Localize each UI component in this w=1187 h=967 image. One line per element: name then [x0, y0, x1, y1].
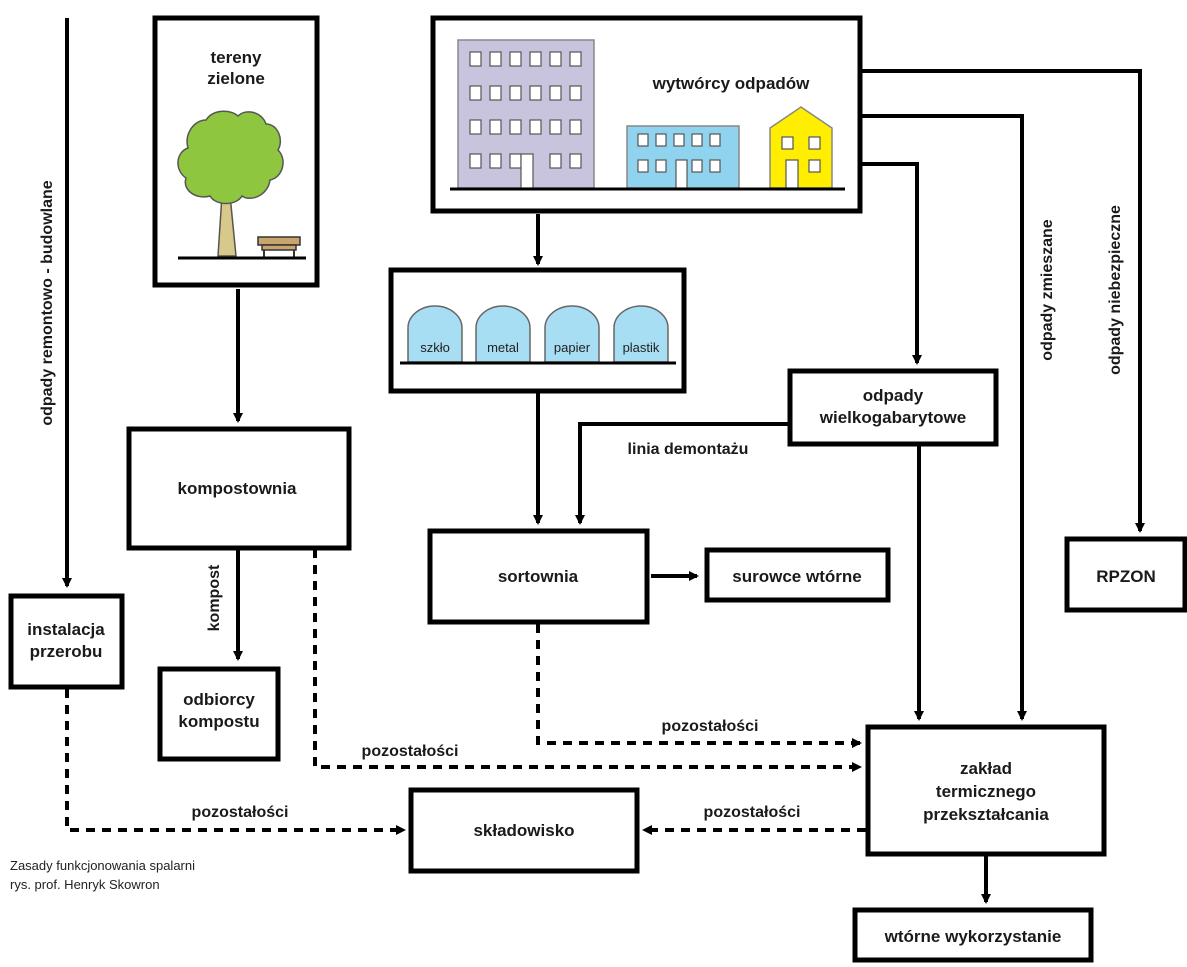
compost-buyers-node: odbiorcy kompostu [157, 666, 281, 762]
bin-plastic-label: plastik [623, 340, 660, 355]
bin-metal: metal [475, 305, 531, 363]
bin-paper: papier [544, 305, 600, 363]
residue-thermal-label: pozostałości [704, 804, 801, 821]
green-areas-line2: zielone [207, 69, 265, 88]
bin-glass-label: szkło [420, 340, 450, 355]
reuse-node: wtórne wykorzystanie [852, 907, 1094, 963]
arrow-producers-to-bulky [862, 162, 922, 365]
bins-node: szkło metal papier plastik [388, 267, 687, 394]
dashed-compost-residue [313, 549, 862, 772]
arrow-hazardous-to-rpzon [862, 69, 1145, 533]
bin-paper-label: papier [554, 340, 591, 355]
processing-line2: przerobu [30, 642, 103, 661]
bulky-line2: wielkogabarytowe [819, 408, 966, 427]
hazardous-waste-label: odpady niebezpieczne [1107, 205, 1124, 375]
residue-compost-label: pozostałości [362, 743, 459, 760]
construction-waste-label: odpady remontowo - budowlane [39, 180, 56, 425]
caption-line2: rys. prof. Henryk Skowron [10, 877, 160, 892]
sorting-label: sortownia [498, 567, 579, 586]
arrow-dismantling-to-sorting [575, 422, 790, 525]
bulky-line1: odpady [863, 386, 924, 405]
mixed-waste-label: odpady zmieszane [1039, 219, 1056, 360]
compost-buyers-line1: odbiorcy [183, 690, 255, 709]
processing-line1: instalacja [27, 620, 105, 639]
landfill-node: składowisko [408, 787, 640, 874]
compost-plant-node: kompostownia [126, 426, 352, 551]
producers-label: wytwórcy odpadów [652, 74, 811, 93]
dashed-sorting-residue [536, 624, 862, 748]
compost-plant-label: kompostownia [177, 479, 297, 498]
reuse-label: wtórne wykorzystanie [884, 927, 1062, 946]
tree-icon [177, 110, 284, 257]
building-large-icon [457, 39, 595, 189]
thermal-line2: termicznego [936, 782, 1036, 801]
sorting-node: sortownia [427, 528, 650, 625]
dismantling-line-label: linia demontażu [628, 441, 749, 458]
thermal-plant-node: zakład termicznego przekształcania [865, 724, 1107, 857]
landfill-label: składowisko [473, 821, 574, 840]
residue-processing-label: pozostałości [192, 804, 289, 821]
bulky-waste-node: odpady wielkogabarytowe [787, 368, 999, 447]
bin-plastic: plastik [613, 305, 669, 363]
bin-metal-label: metal [487, 340, 519, 355]
compost-label: kompost [206, 564, 223, 631]
secondary-materials-label: surowce wtórne [732, 567, 861, 586]
thermal-line1: zakład [960, 759, 1012, 778]
bin-glass: szkło [407, 305, 463, 363]
producers-node: wytwórcy odpadów [430, 15, 863, 214]
green-areas-node: tereny zielone [152, 15, 320, 288]
processing-installation-node: instalacja przerobu [8, 593, 125, 690]
building-medium-icon [626, 125, 740, 189]
green-areas-line1: tereny [210, 48, 262, 67]
thermal-line3: przekształcania [923, 805, 1049, 824]
bench-icon [257, 236, 301, 257]
figure-caption: Zasady funkcjonowania spalarni rys. prof… [10, 856, 195, 894]
compost-buyers-line2: kompostu [178, 712, 259, 731]
caption-line1: Zasady funkcjonowania spalarni [10, 858, 195, 873]
house-icon [769, 106, 833, 189]
connectors [62, 18, 1145, 904]
residue-sorting-label: pozostałości [662, 718, 759, 735]
arrow-mixed-to-thermal [862, 114, 1027, 721]
rpzon-label: RPZON [1096, 567, 1156, 586]
secondary-materials-node: surowce wtórne [704, 547, 891, 603]
rpzon-node: RPZON [1064, 536, 1187, 613]
